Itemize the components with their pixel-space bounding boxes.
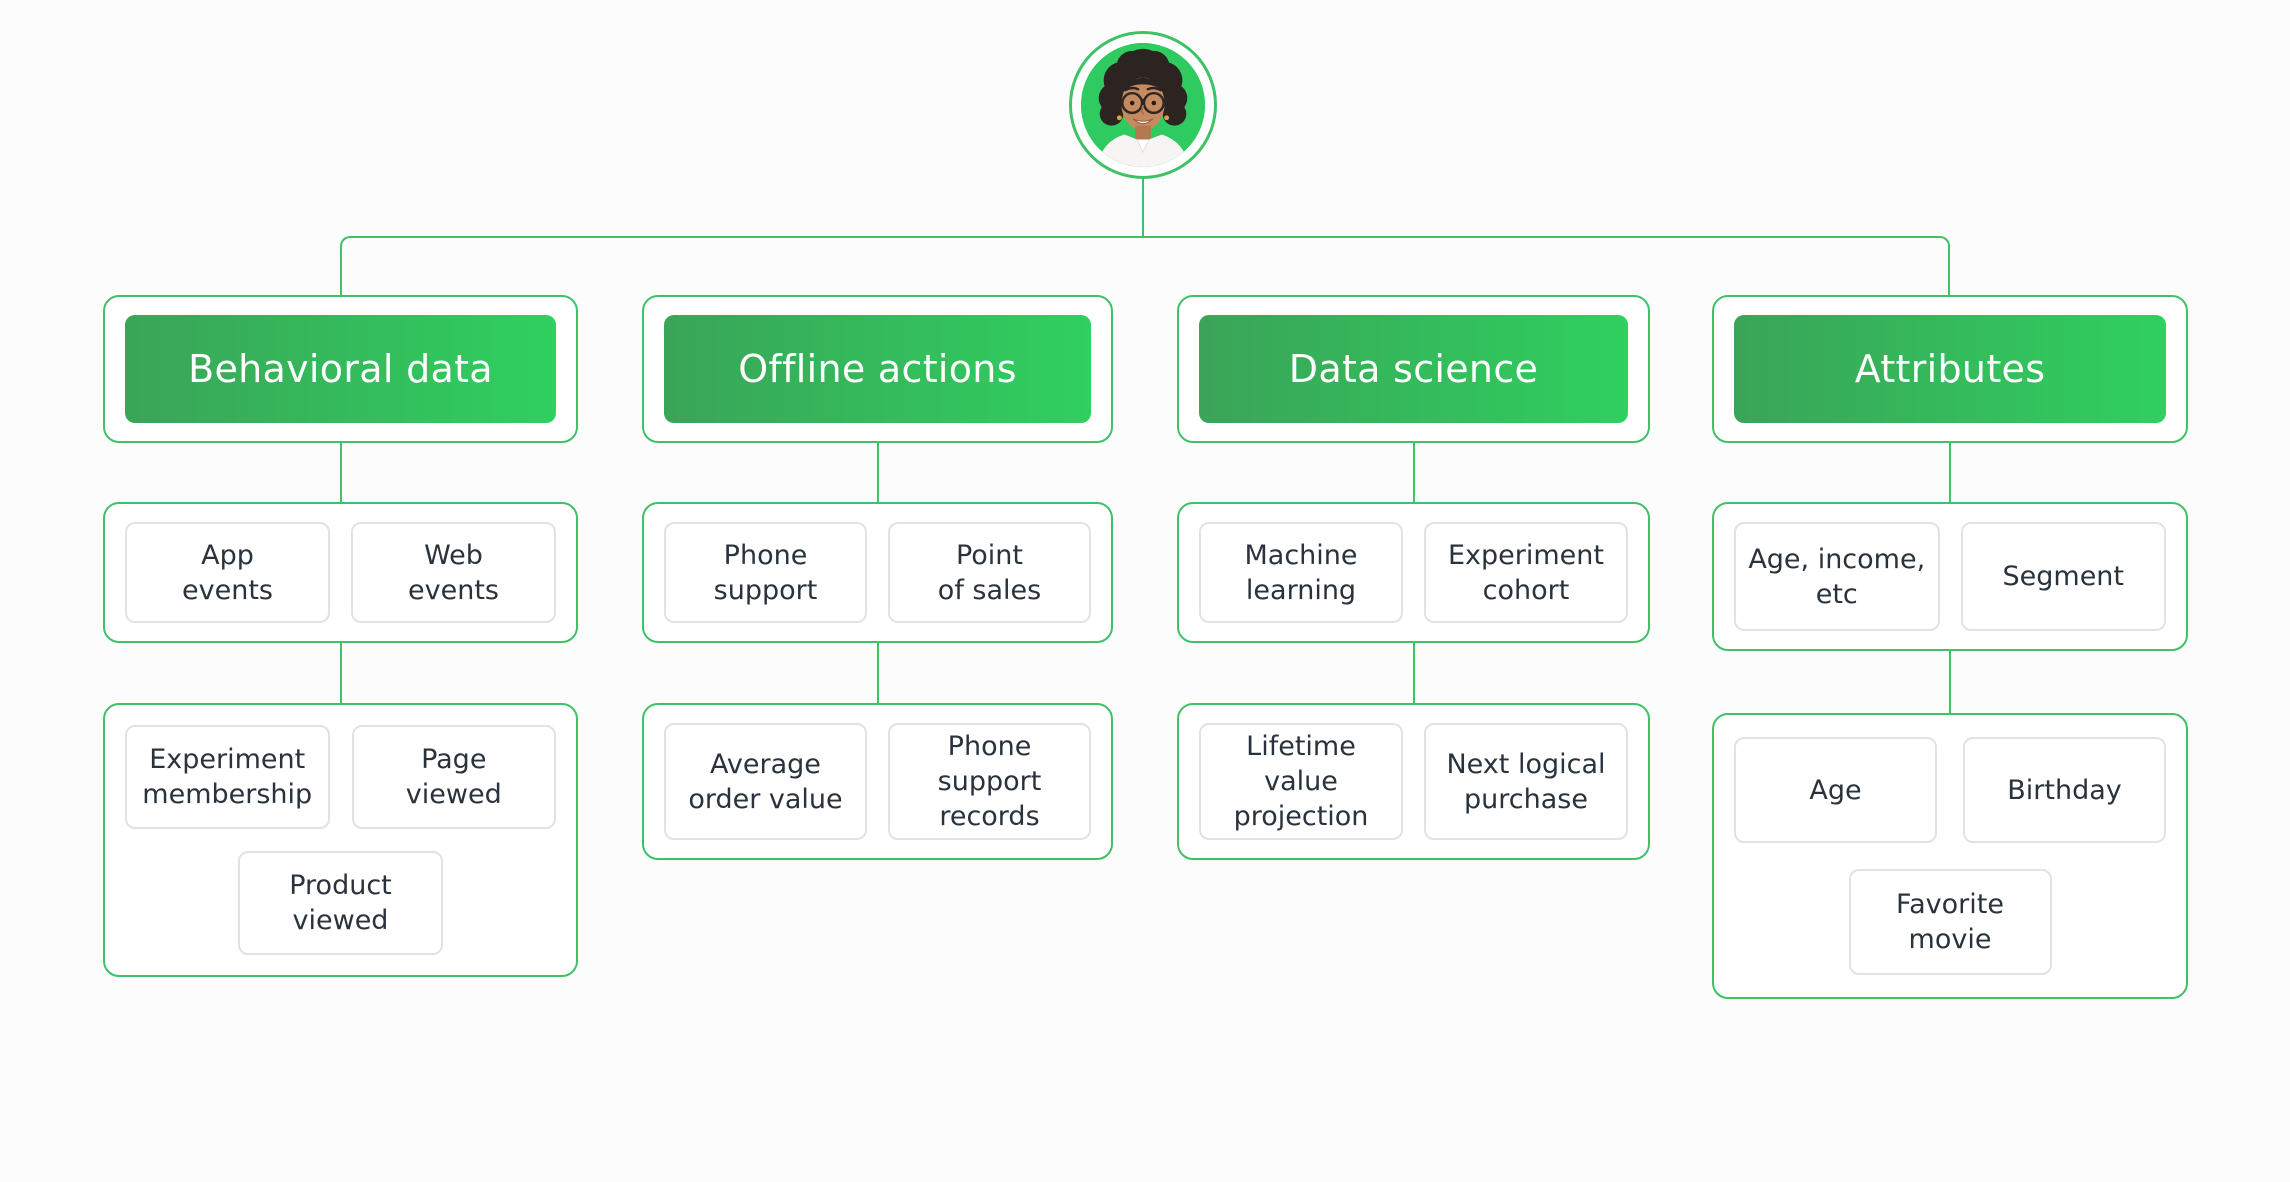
item-card-web-events: Web events [351,522,556,623]
category-card-attributes: Attributes [1712,295,2188,443]
category-button-offline-actions: Offline actions [664,315,1091,423]
item-card-age-income-etc: Age, income, etc [1734,522,1940,631]
category-button-attributes: Attributes [1734,315,2166,423]
connector-bracket [340,236,1950,295]
item-card-app-events: App events [125,522,330,623]
item-card-favorite-movie: Favorite movie [1848,869,2052,975]
item-card-average-order-value: Average order value [664,723,867,840]
item-group: Machine learning Experiment cohort [1177,502,1650,643]
item-card-age: Age [1734,737,1937,843]
item-card-phone-support-records: Phone support records [888,723,1091,840]
item-card-next-logical-purchase: Next logical purchase [1424,723,1628,840]
branch-offline-actions: Offline actions Phone support Point of s… [642,295,1113,860]
item-card-segment: Segment [1960,522,2166,631]
item-label: Web events [408,539,499,606]
branch-data-science: Data science Machine learning Experiment… [1177,295,1650,860]
item-group: Average order value Phone support record… [642,703,1113,860]
category-card-data-science: Data science [1177,295,1650,443]
connector-line [1949,651,1951,713]
category-label: Data science [1288,347,1539,391]
connector-line [1949,443,1951,502]
avatar-photo [1081,43,1205,167]
item-label: Birthday [2007,774,2122,806]
item-card-experiment-membership: Experiment membership [125,725,330,829]
category-card-offline-actions: Offline actions [642,295,1113,443]
item-group: Age, income, etc Segment [1712,502,2188,651]
item-label: Product viewed [289,870,392,936]
item-label: Point of sales [937,539,1042,606]
connector-line [339,443,342,502]
connector-line [1412,643,1415,703]
item-label: Age, income, etc [1748,543,1926,610]
category-button-data-science: Data science [1199,315,1628,423]
connector-line [876,643,879,703]
item-label: Experiment membership [142,744,313,810]
item-label: Age [1809,774,1862,806]
item-label: Phone support [713,539,818,606]
item-card-lifetime-value-projection: Lifetime value projection [1199,723,1403,840]
item-label: Machine learning [1244,539,1358,606]
connector-line [876,443,879,502]
item-card-point-of-sales: Point of sales [888,522,1091,623]
connector-avatar-line [1142,177,1144,236]
item-label: Segment [2002,561,2125,592]
item-label: App events [182,539,273,606]
item-label: Page viewed [405,744,502,810]
category-label: Offline actions [738,347,1017,391]
item-card-birthday: Birthday [1963,737,2166,843]
connector-line [339,643,342,703]
item-label: Favorite movie [1896,889,2004,955]
item-card-page-viewed: Page viewed [351,725,556,829]
branch-attributes: Attributes Age, income, etc Segment Age … [1712,295,2188,999]
woman-avatar-illustration [1081,43,1205,167]
item-card-product-viewed: Product viewed [238,851,443,955]
item-group: App events Web events [103,502,578,643]
item-label: Lifetime value projection [1233,731,1369,832]
connector-line [1412,443,1415,502]
category-card-behavioral-data: Behavioral data [103,295,578,443]
avatar [1069,31,1217,179]
item-card-phone-support: Phone support [664,522,867,623]
category-label: Behavioral data [188,347,493,391]
item-label: Next logical purchase [1446,748,1606,815]
category-label: Attributes [1854,347,2046,391]
item-card-experiment-cohort: Experiment cohort [1424,522,1628,623]
item-label: Experiment cohort [1447,539,1604,606]
item-group: Experiment membership Page viewed Produc… [103,703,578,977]
category-button-behavioral-data: Behavioral data [125,315,556,423]
item-group: Phone support Point of sales [642,502,1113,643]
item-label: Average order value [688,748,843,815]
item-group: Age Birthday Favorite movie [1712,713,2188,999]
branch-behavioral-data: Behavioral data App events Web events Ex… [103,295,578,977]
item-label: Phone support records [937,731,1042,832]
item-card-machine-learning: Machine learning [1199,522,1403,623]
item-group: Lifetime value projection Next logical p… [1177,703,1650,860]
